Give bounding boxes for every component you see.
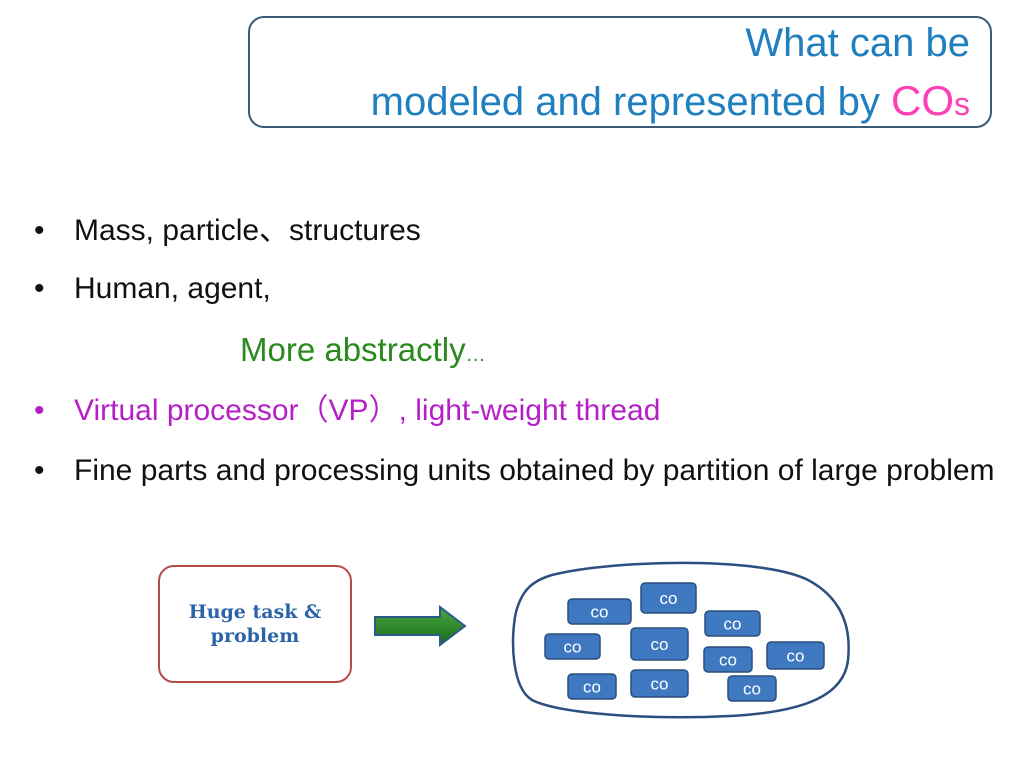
co-box-label: co xyxy=(651,635,669,654)
co-box-rect xyxy=(544,633,601,660)
bullet-virtual-processor: • Virtual processor（VP）, light-weight thr… xyxy=(34,392,660,430)
co-box-label: co xyxy=(583,678,601,697)
co-box: co xyxy=(766,641,825,670)
co-box-rect xyxy=(567,598,632,625)
co-box-label: co xyxy=(651,675,669,694)
co-box-rect xyxy=(630,669,689,698)
bullet-mass: • Mass, particle、structures xyxy=(34,212,421,250)
bullet-human: • Human, agent, xyxy=(34,270,271,308)
title-cos-main: CO xyxy=(891,77,954,124)
co-box: co xyxy=(704,610,761,637)
co-box: co xyxy=(630,669,689,698)
co-box-rect xyxy=(704,610,761,637)
co-box-rect xyxy=(727,675,777,702)
co-box: co xyxy=(567,598,632,625)
title-line-2-text: modeled and represented by xyxy=(370,80,891,124)
bullet-dot: • xyxy=(34,214,45,247)
co-box: co xyxy=(640,582,697,614)
co-box: co xyxy=(544,633,601,660)
more-abstractly: More abstractly… xyxy=(240,330,486,375)
co-box-rect xyxy=(630,627,689,661)
co-box: co xyxy=(630,627,689,661)
arrow-right-icon xyxy=(374,604,467,648)
bullet-text: Mass, particle、structures xyxy=(74,214,421,247)
title-box: What can be modeled and represented by C… xyxy=(248,16,992,128)
bullet-dot: • xyxy=(34,454,45,487)
co-box: co xyxy=(727,675,777,702)
co-box-rect xyxy=(703,646,753,673)
bullet-dot: • xyxy=(34,394,45,427)
co-box-label: co xyxy=(564,638,582,657)
title-line-2: modeled and represented by COs xyxy=(371,78,970,127)
more-abstractly-ellipsis: … xyxy=(465,344,486,366)
more-abstractly-text: More abstractly xyxy=(240,331,466,368)
title-cos-suffix: s xyxy=(954,86,970,122)
title-line-1: What can be xyxy=(745,21,970,65)
bullet-text: Virtual processor（VP）, light-weight thre… xyxy=(74,394,661,427)
bullet-text: Fine parts and processing units obtained… xyxy=(74,454,995,487)
co-box-rect xyxy=(567,673,617,700)
huge-task-box: Huge task & problem xyxy=(158,565,352,683)
co-box-label: co xyxy=(787,647,805,666)
huge-task-label: Huge task & problem xyxy=(188,601,322,647)
co-box-label: co xyxy=(743,680,761,699)
co-box-label: co xyxy=(660,589,678,608)
co-cluster-outline xyxy=(511,561,850,719)
co-box-rect xyxy=(766,641,825,670)
co-box-label: co xyxy=(591,603,609,622)
co-box-rect xyxy=(640,582,697,614)
bullet-fine-parts: • Fine parts and processing units obtaine… xyxy=(34,452,1004,490)
co-box: co xyxy=(567,673,617,700)
co-box-label: co xyxy=(719,651,737,670)
title-cos: COs xyxy=(891,77,970,124)
bullet-text: Human, agent, xyxy=(74,272,271,305)
co-box: co xyxy=(703,646,753,673)
bullet-dot: • xyxy=(34,272,45,305)
co-box-label: co xyxy=(724,615,742,634)
